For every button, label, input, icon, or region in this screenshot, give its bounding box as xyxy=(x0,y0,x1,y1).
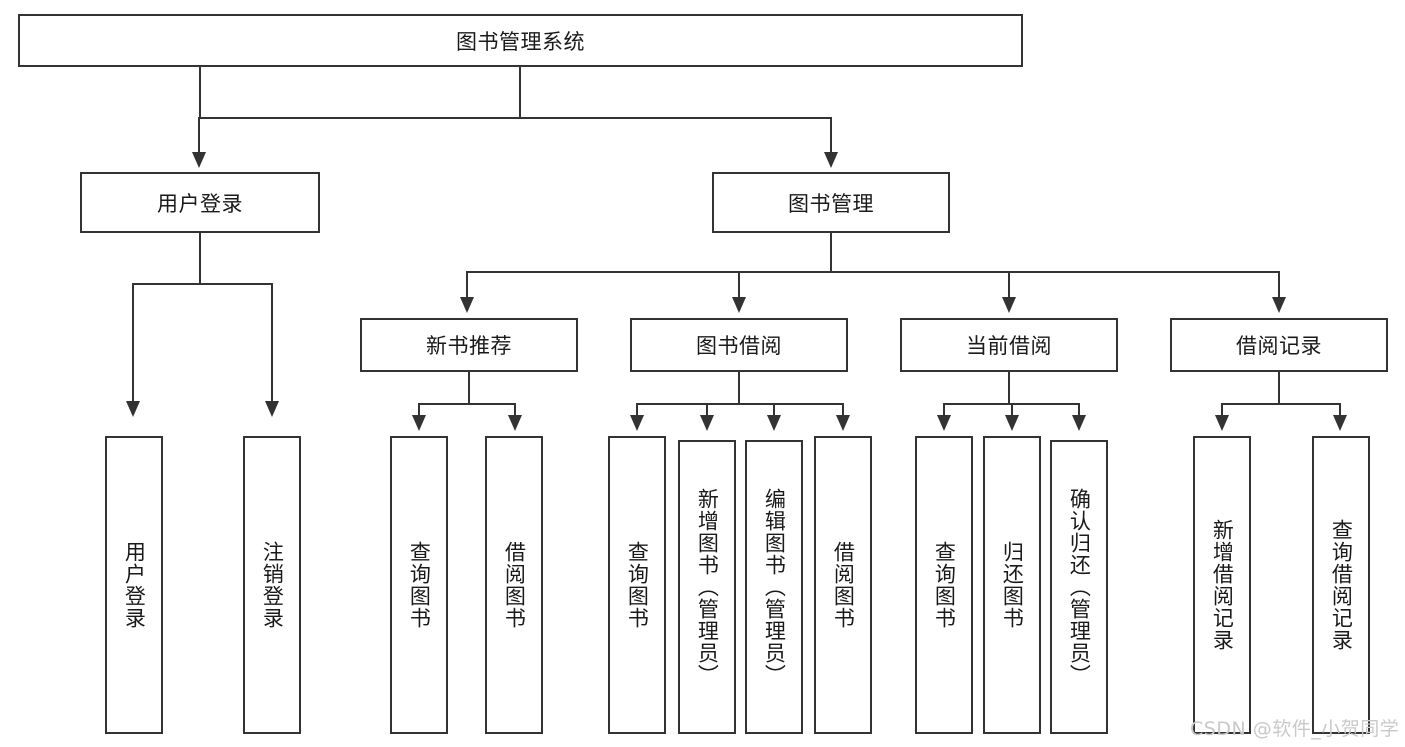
edge-drop-cb-confirm xyxy=(1078,403,1080,417)
leaf-bb-add-book-admin[interactable]: 新增图书（管理员） xyxy=(678,440,736,734)
arrowhead-bb-lend xyxy=(836,415,850,431)
leaf-cb-confirm-return-admin[interactable]: 确认归还（管理员） xyxy=(1050,440,1108,734)
leaf-label: 新增借阅记录 xyxy=(1210,519,1235,651)
node-borrow-record[interactable]: 借阅记录 xyxy=(1170,318,1388,372)
arrowhead-br-query xyxy=(1333,415,1347,431)
arrowhead-cb-confirm xyxy=(1072,415,1086,431)
node-label: 图书管理系统 xyxy=(456,29,585,54)
node-label: 用户登录 xyxy=(157,191,243,216)
leaf-cb-return-book[interactable]: 归还图书 xyxy=(983,436,1041,734)
node-root-book-management-system[interactable]: 图书管理系统 xyxy=(18,14,1023,67)
arrowhead-cb-query xyxy=(937,415,951,431)
edge-drop-borrow-record xyxy=(1278,271,1280,299)
arrowhead-bb-add xyxy=(700,415,714,431)
edge-drop-cb-query xyxy=(943,403,945,417)
edge-book-borrow-stem xyxy=(738,372,740,404)
edge-drop-current-borrow xyxy=(1008,271,1010,299)
arrowhead-nb-query xyxy=(412,415,426,431)
edge-root-stem xyxy=(199,67,201,117)
node-label: 新书推荐 xyxy=(426,334,512,358)
arrowhead-leaf-user-login xyxy=(126,401,140,417)
edge-book-borrow-bus xyxy=(636,403,844,405)
edge-drop-br-query xyxy=(1339,403,1341,417)
leaf-bb-borrow-book[interactable]: 借阅图书 xyxy=(814,436,872,734)
leaf-label: 归还图书 xyxy=(1000,541,1025,629)
arrowhead-new-book xyxy=(460,297,474,313)
edge-drop-cb-return xyxy=(1011,403,1013,417)
edge-drop-bb-lend xyxy=(842,403,844,417)
node-label: 图书管理 xyxy=(788,191,874,216)
edge-drop-br-add xyxy=(1221,403,1223,417)
leaf-label: 编辑图书（管理员） xyxy=(762,488,787,686)
edge-drop-bb-add xyxy=(706,403,708,417)
leaf-label: 确认归还（管理员） xyxy=(1067,488,1092,686)
edge-new-book-stem xyxy=(468,372,470,404)
node-current-borrow[interactable]: 当前借阅 xyxy=(900,318,1118,372)
leaf-nb-query-book[interactable]: 查询图书 xyxy=(390,436,448,734)
node-book-management[interactable]: 图书管理 xyxy=(712,172,950,233)
leaf-label: 查询借阅记录 xyxy=(1329,519,1354,651)
leaf-label: 借阅图书 xyxy=(502,541,527,629)
arrowhead-book-management xyxy=(824,152,838,168)
leaf-label: 注销登录 xyxy=(260,541,285,629)
leaf-label: 用户登录 xyxy=(122,541,147,629)
leaf-nb-borrow-book[interactable]: 借阅图书 xyxy=(485,436,543,734)
leaf-br-query-record[interactable]: 查询借阅记录 xyxy=(1312,436,1370,734)
leaf-user-login[interactable]: 用户登录 xyxy=(105,436,163,734)
node-label: 当前借阅 xyxy=(966,334,1052,358)
node-label: 图书借阅 xyxy=(696,334,782,358)
arrowhead-leaf-logout xyxy=(265,401,279,417)
arrowhead-book-borrow xyxy=(732,297,746,313)
edge-drop-leaf-user-login xyxy=(132,283,134,403)
edge-user-login-stem xyxy=(199,233,201,283)
edge-drop-bb-edit xyxy=(773,403,775,417)
node-book-borrow[interactable]: 图书借阅 xyxy=(630,318,848,372)
edge-drop-nb-query xyxy=(418,403,420,417)
node-user-login[interactable]: 用户登录 xyxy=(80,172,320,233)
node-new-book-recommend[interactable]: 新书推荐 xyxy=(360,318,578,372)
edge-drop-user-login xyxy=(198,117,200,154)
leaf-br-add-record[interactable]: 新增借阅记录 xyxy=(1193,436,1251,734)
edge-user-login-bus xyxy=(132,283,273,285)
edge-drop-bb-query xyxy=(636,403,638,417)
edge-drop-nb-borrow xyxy=(514,403,516,417)
leaf-bb-edit-book-admin[interactable]: 编辑图书（管理员） xyxy=(745,440,803,734)
arrowhead-nb-borrow xyxy=(508,415,522,431)
arrowhead-bb-edit xyxy=(767,415,781,431)
arrowhead-borrow-record xyxy=(1272,297,1286,313)
leaf-label: 新增图书（管理员） xyxy=(695,488,720,686)
edge-drop-leaf-logout xyxy=(271,283,273,403)
edge-current-borrow-stem xyxy=(1008,372,1010,404)
edge-book-management-bus xyxy=(466,271,1280,273)
edge-root-bus xyxy=(198,117,832,119)
leaf-logout[interactable]: 注销登录 xyxy=(243,436,301,734)
node-label: 借阅记录 xyxy=(1236,334,1322,358)
edge-root-stem-center xyxy=(519,67,521,117)
edge-drop-new-book xyxy=(466,271,468,299)
edge-drop-book-borrow xyxy=(738,271,740,299)
arrowhead-current-borrow xyxy=(1002,297,1016,313)
watermark-csdn: CSDN @软件_小贺同学 xyxy=(1190,718,1400,740)
leaf-label: 查询图书 xyxy=(932,541,957,629)
arrowhead-br-add xyxy=(1215,415,1229,431)
edge-new-book-bus xyxy=(418,403,516,405)
arrowhead-user-login xyxy=(192,152,206,168)
edge-borrow-record-bus xyxy=(1221,403,1341,405)
arrowhead-cb-return xyxy=(1005,415,1019,431)
edge-book-management-stem xyxy=(830,233,832,272)
leaf-cb-query-book[interactable]: 查询图书 xyxy=(915,436,973,734)
leaf-label: 借阅图书 xyxy=(831,541,856,629)
edge-drop-book-management xyxy=(830,117,832,154)
leaf-bb-query-book[interactable]: 查询图书 xyxy=(608,436,666,734)
leaf-label: 查询图书 xyxy=(625,541,650,629)
leaf-label: 查询图书 xyxy=(407,541,432,629)
edge-borrow-record-stem xyxy=(1278,372,1280,404)
arrowhead-bb-query xyxy=(630,415,644,431)
